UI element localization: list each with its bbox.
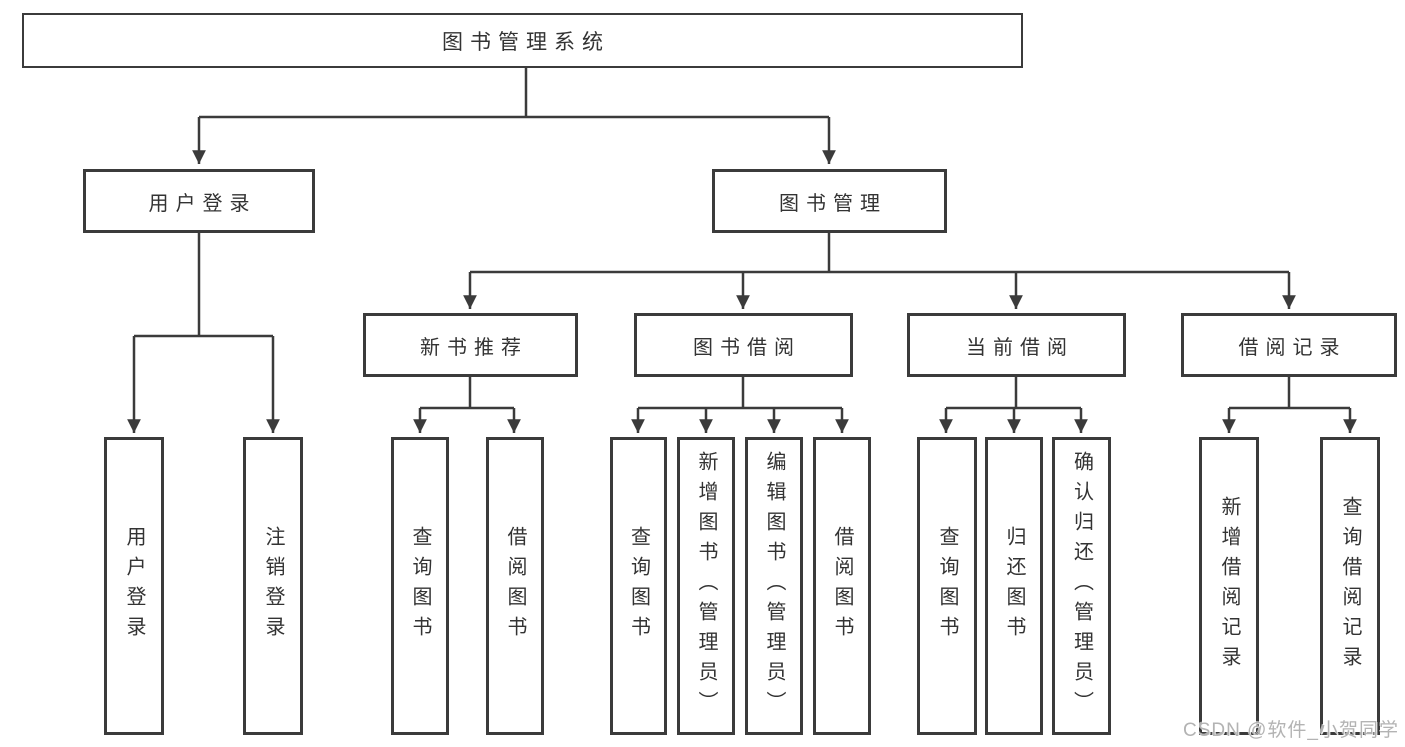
node-label: 当前借阅 bbox=[966, 336, 1074, 359]
node-label: 编辑图书（管理员） bbox=[763, 451, 785, 721]
node-label: 借阅图书 bbox=[831, 526, 853, 646]
leaf-add-book-admin: 新增图书（管理员） bbox=[677, 437, 735, 735]
leaf-query-books-borrow: 查询图书 bbox=[610, 437, 667, 735]
node-label: 用户登录 bbox=[148, 192, 257, 215]
leaf-confirm-return-admin: 确认归还（管理员） bbox=[1052, 437, 1111, 735]
node-book-management: 图书管理 bbox=[712, 169, 947, 233]
watermark-text: CSDN @软件_小贺同学 bbox=[1183, 720, 1399, 741]
leaf-borrow-books-recommend: 借阅图书 bbox=[486, 437, 544, 735]
node-label: 归还图书 bbox=[1003, 526, 1025, 646]
node-current-borrow: 当前借阅 bbox=[907, 313, 1126, 377]
node-library-management-system: 图书管理系统 bbox=[22, 13, 1023, 68]
node-new-book-recommend: 新书推荐 bbox=[363, 313, 578, 377]
leaf-query-books-recommend: 查询图书 bbox=[391, 437, 449, 735]
node-label: 查询图书 bbox=[409, 526, 431, 646]
leaf-user-login: 用户登录 bbox=[104, 437, 164, 735]
node-label: 确认归还（管理员） bbox=[1070, 451, 1093, 721]
node-label: 查询借阅记录 bbox=[1339, 496, 1361, 676]
node-label: 借阅图书 bbox=[504, 526, 526, 646]
node-label: 新增图书（管理员） bbox=[695, 451, 717, 721]
node-label: 用户登录 bbox=[123, 526, 145, 646]
node-label: 查询图书 bbox=[936, 526, 958, 646]
node-label: 图书管理系统 bbox=[442, 30, 610, 54]
node-label: 新书推荐 bbox=[420, 336, 528, 359]
leaf-return-book: 归还图书 bbox=[985, 437, 1043, 735]
node-label: 图书借阅 bbox=[693, 336, 801, 359]
node-label: 借阅记录 bbox=[1238, 336, 1347, 359]
leaf-query-books-current: 查询图书 bbox=[917, 437, 977, 735]
node-label: 查询图书 bbox=[627, 526, 650, 646]
leaf-edit-book-admin: 编辑图书（管理员） bbox=[745, 437, 803, 735]
leaf-add-borrow-record: 新增借阅记录 bbox=[1199, 437, 1259, 735]
node-borrow-records: 借阅记录 bbox=[1181, 313, 1397, 377]
leaf-borrow-books-borrow: 借阅图书 bbox=[813, 437, 871, 735]
node-label: 新增借阅记录 bbox=[1218, 496, 1240, 676]
node-user-login: 用户登录 bbox=[83, 169, 315, 233]
leaf-query-borrow-record: 查询借阅记录 bbox=[1320, 437, 1380, 735]
node-label: 注销登录 bbox=[262, 526, 284, 646]
leaf-logout: 注销登录 bbox=[243, 437, 303, 735]
node-book-borrow: 图书借阅 bbox=[634, 313, 853, 377]
node-label: 图书管理 bbox=[779, 192, 887, 215]
